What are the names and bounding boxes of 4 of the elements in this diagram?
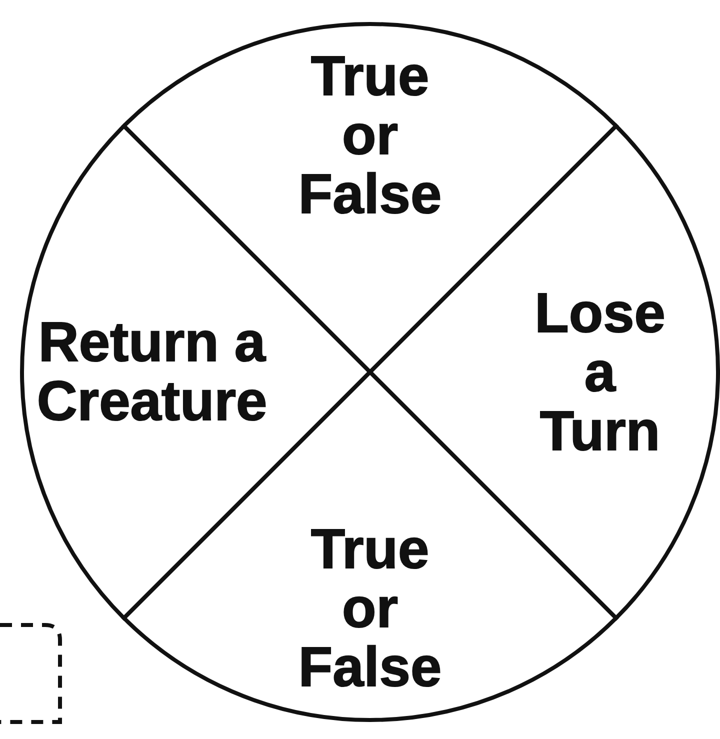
sector-label: Lose a Turn bbox=[534, 284, 666, 460]
sector-label: Return a Creature bbox=[36, 313, 268, 431]
sector-label: True or False bbox=[298, 520, 442, 696]
sector-label: True or False bbox=[298, 46, 442, 224]
